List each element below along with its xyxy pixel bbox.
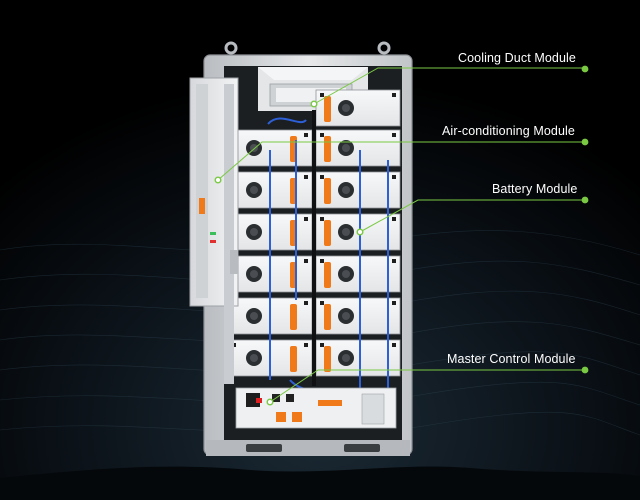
battery-pack (315, 89, 401, 127)
battery-pack-grid (227, 89, 401, 420)
callout-leader-aircon (214, 138, 589, 184)
callout-leader-battery (356, 196, 589, 236)
label-air-conditioning-module: Air-conditioning Module (442, 124, 575, 138)
center-divider (312, 110, 316, 386)
base-slots (246, 444, 380, 452)
battery-pack (315, 255, 401, 293)
master-control-unit (235, 387, 397, 429)
label-master-control-module: Master Control Module (447, 352, 576, 366)
cabinet-door (189, 77, 239, 384)
battery-pack (315, 171, 401, 209)
callout-leaders (214, 65, 589, 406)
label-battery-module: Battery Module (492, 182, 578, 196)
lifting-eyes (224, 41, 391, 55)
callout-leader-master (266, 366, 589, 406)
battery-pack (315, 129, 401, 167)
label-cooling-duct-module: Cooling Duct Module (458, 51, 576, 65)
ground-dune (0, 466, 640, 500)
callout-leader-cooling (310, 65, 589, 108)
